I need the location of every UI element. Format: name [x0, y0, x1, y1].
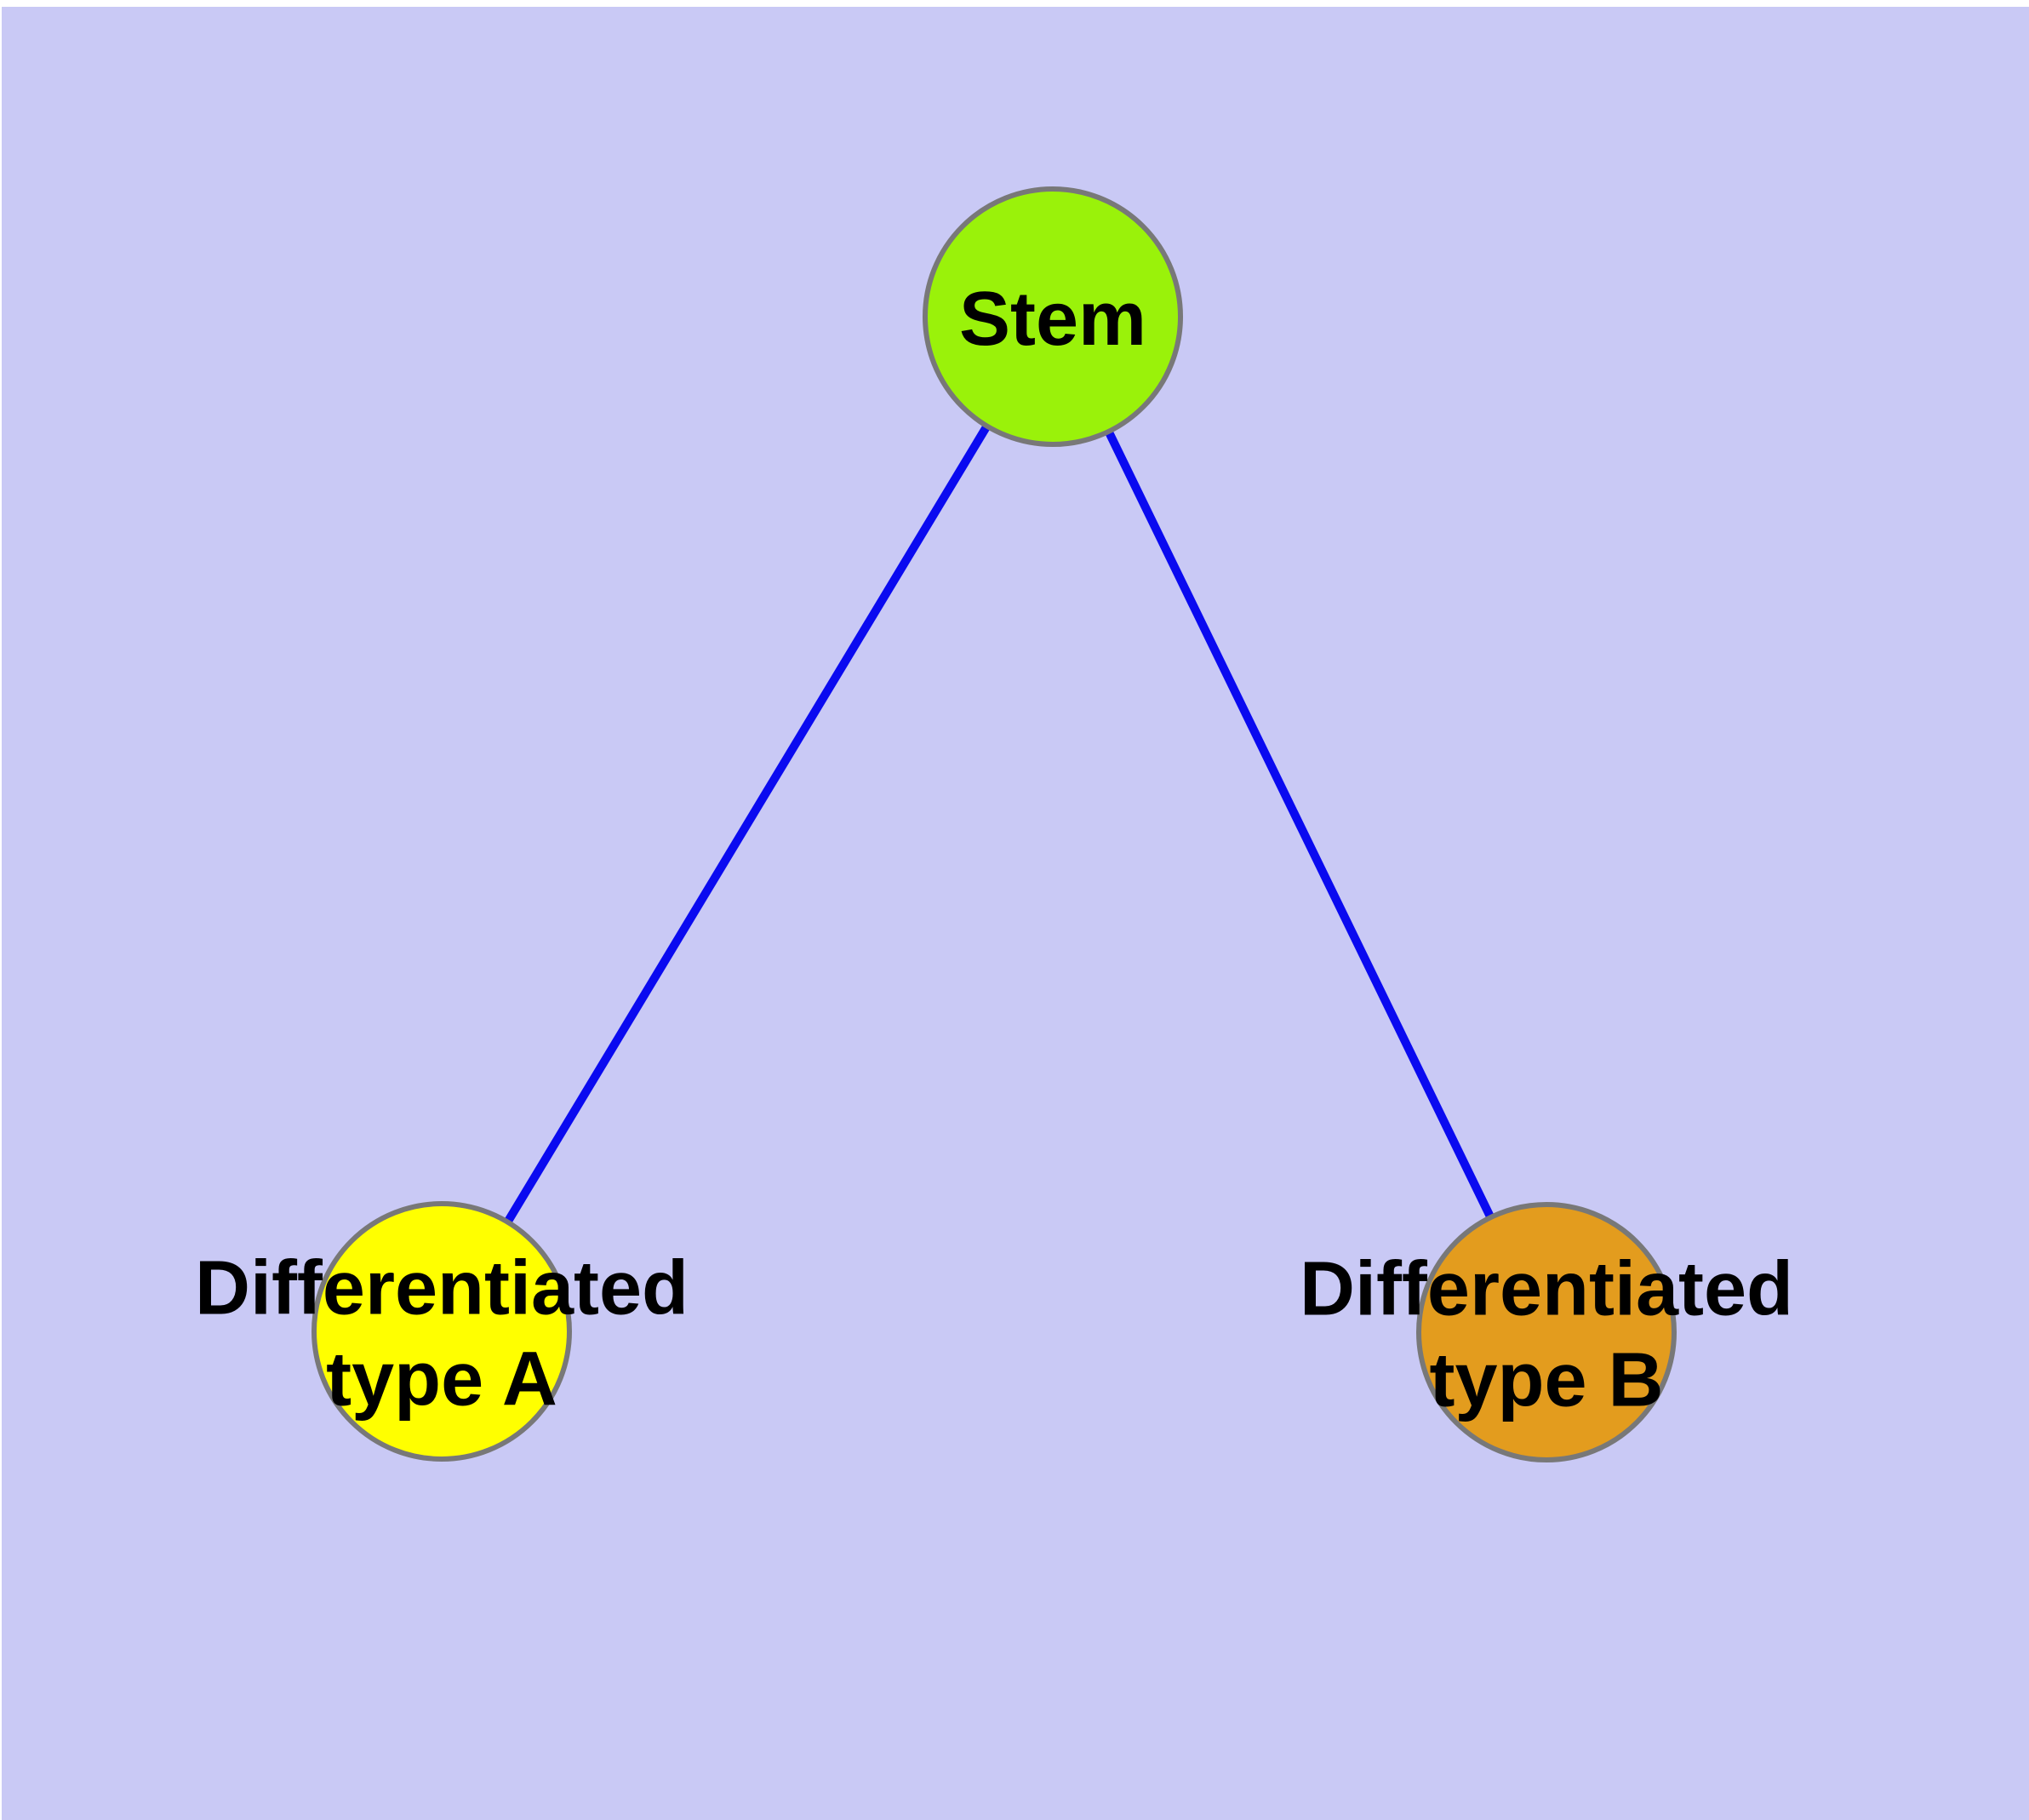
node-label-line: Differentiated [1300, 1247, 1793, 1332]
node-label-stem: Stem [959, 277, 1146, 362]
edge-stem-differentiated-type-b [1049, 314, 1551, 1335]
node-label-line: Differentiated [195, 1246, 689, 1331]
node-label-line: type B [1429, 1338, 1663, 1423]
node-label-line: type A [326, 1337, 557, 1422]
node-stem [923, 186, 1183, 447]
node-label-line: Stem [959, 277, 1146, 362]
edge-stem-differentiated-type-a [437, 314, 1057, 1334]
node-differentiated-type-b [1416, 1202, 1677, 1462]
node-differentiated-type-a [311, 1201, 572, 1462]
